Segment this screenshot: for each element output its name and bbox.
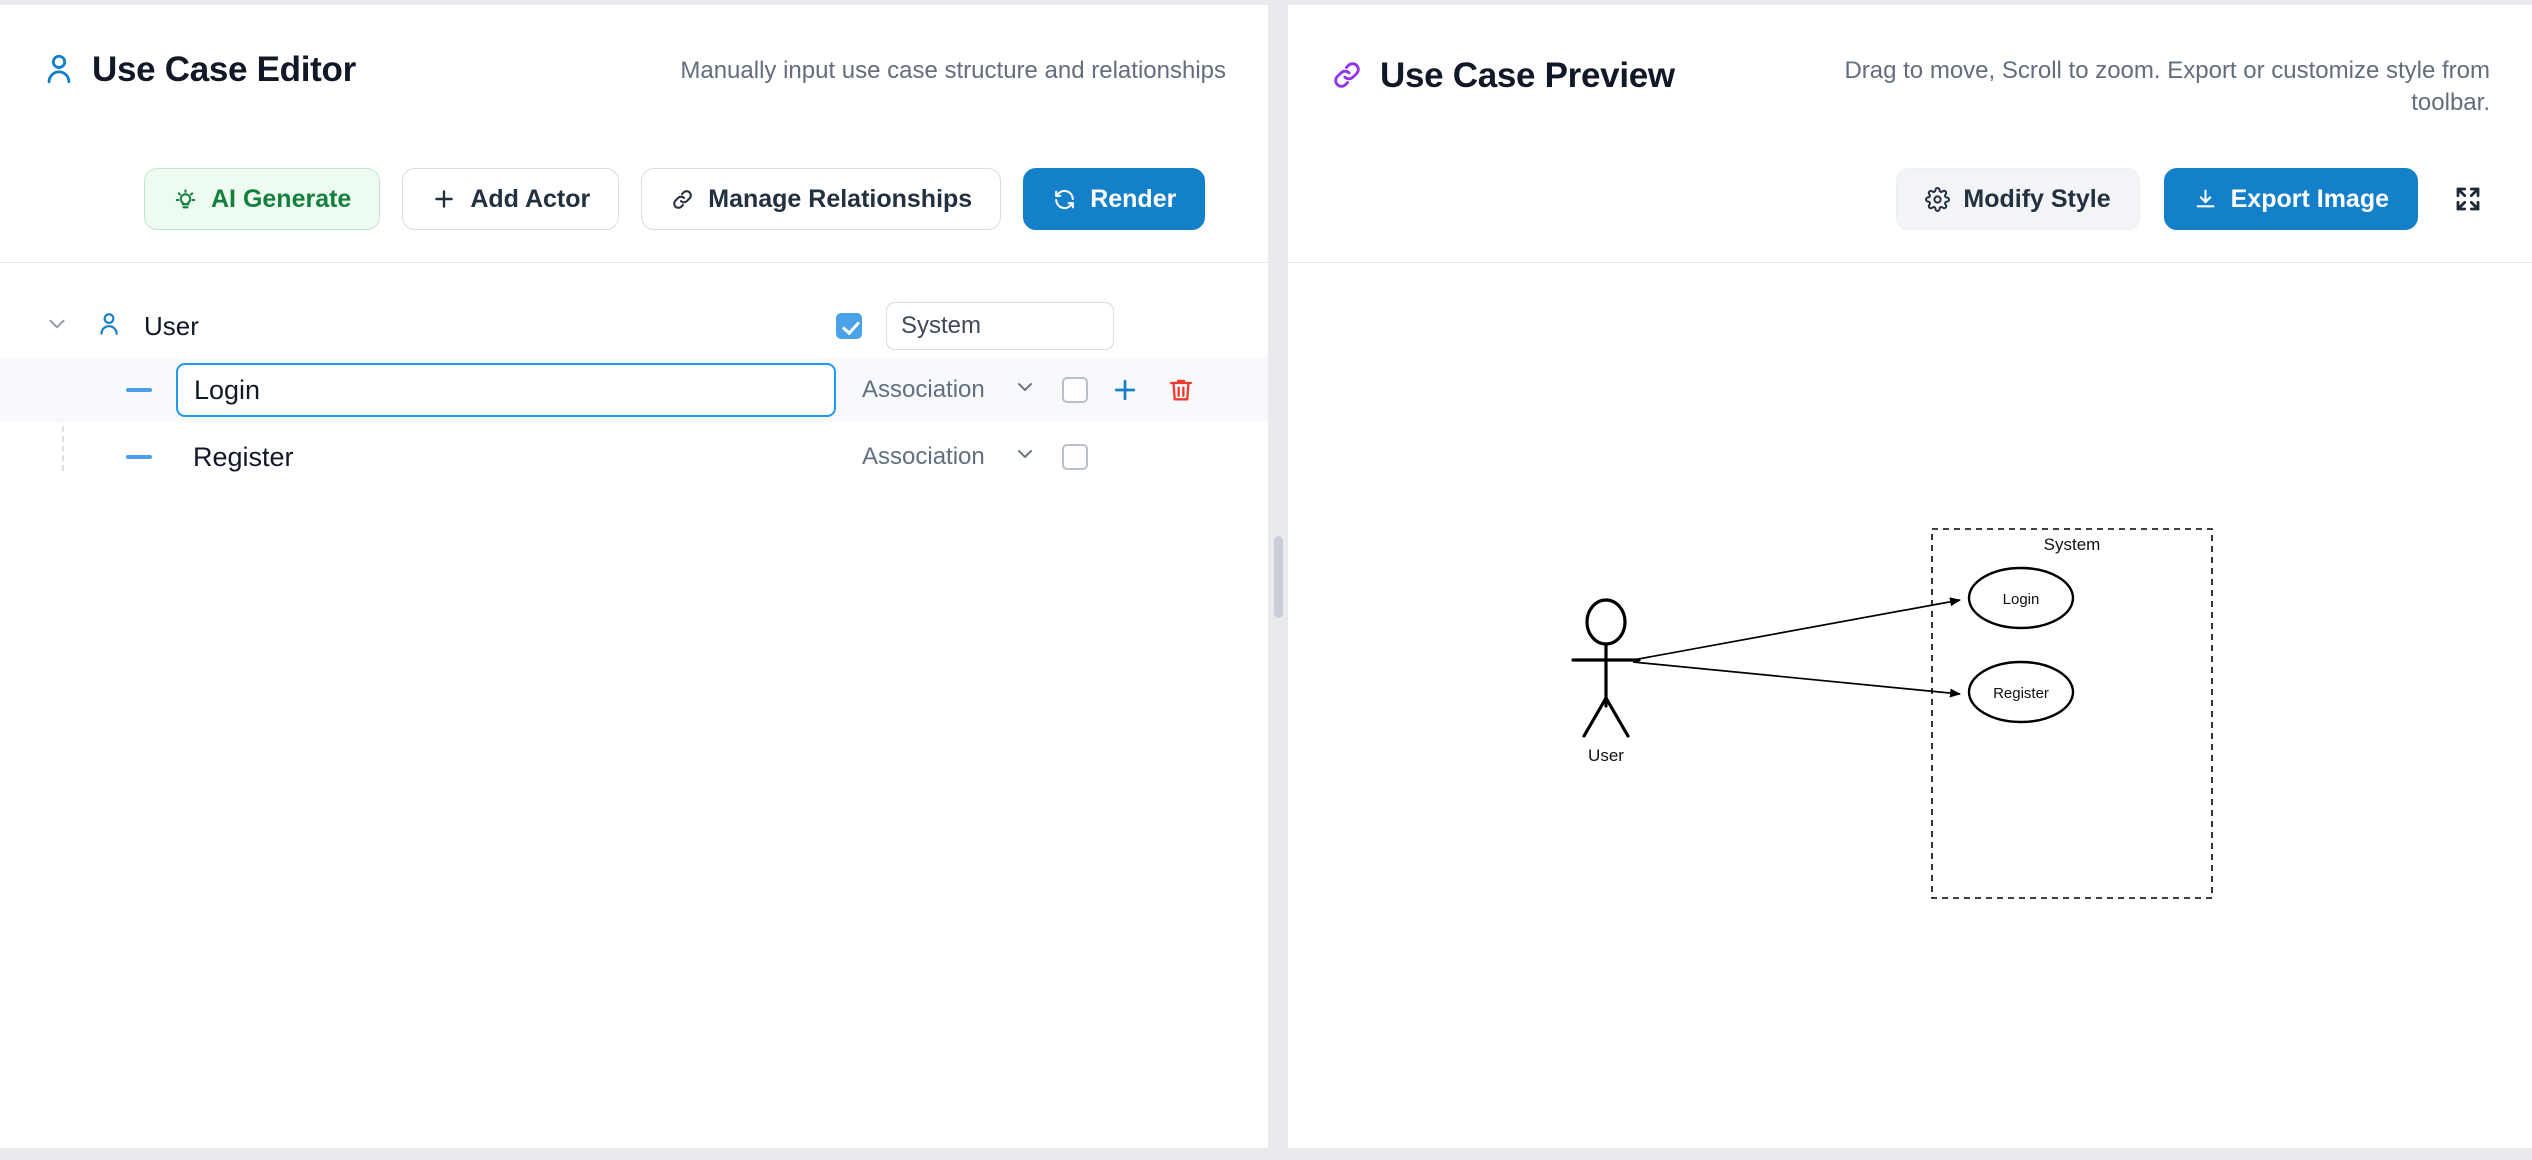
pane-splitter[interactable] [1268,5,1288,1148]
actor-label: User [1588,746,1624,765]
chevron-down-icon [1013,442,1037,473]
use-case-ellipse-register [1967,660,2075,724]
list-item[interactable]: Register Association [0,425,1268,489]
preview-hint: Drag to move, Scroll to zoom. Export or … [1844,57,2490,117]
system-boundary [1931,528,2213,899]
link-icon [1330,55,1364,95]
diagram-canvas[interactable]: System User Login Register [1288,263,2532,1148]
add-actor-label: Add Actor [470,184,591,213]
export-image-label: Export Image [2230,184,2389,213]
editor-hint: Manually input use case structure and re… [680,57,1226,84]
use-case-checkbox[interactable] [1061,444,1088,470]
export-image-button[interactable]: Export Image [2163,168,2418,230]
render-label: Render [1090,184,1177,213]
plus-icon [431,186,457,212]
refresh-icon [1052,187,1077,212]
chevron-down-icon[interactable] [44,311,70,342]
use-case-diagram: System User Login Register [1571,528,2213,899]
chevron-down-icon [1013,375,1037,406]
actor-row[interactable]: User System [0,297,1268,355]
preview-title: Use Case Preview [1380,55,1675,95]
use-case-controls: Association [862,442,1088,473]
preview-title-row: Use Case Preview Drag to move, Scroll to… [1288,5,2532,120]
manage-relationships-button[interactable]: Manage Relationships [641,168,1002,230]
preview-toolbar: Modify Style Export Image [1288,168,2532,230]
use-case-ellipse-login [1967,566,2075,630]
system-name-input[interactable]: System [886,302,1114,350]
association-line-register [1632,661,1961,698]
modify-style-label: Modify Style [1963,184,2111,213]
use-case-checkbox[interactable] [1061,377,1088,403]
editor-title-row: Use Case Editor Manually input use case … [0,5,1268,89]
minus-icon [126,388,152,392]
editor-toolbar: AI Generate Add Actor [0,168,1268,230]
ai-generate-label: AI Generate [211,184,352,213]
preview-pane: Use Case Preview Drag to move, Scroll to… [1288,5,2532,1148]
actor-avatar-icon [70,309,122,344]
editor-title-group: Use Case Editor [42,49,356,89]
user-icon [42,49,76,89]
fullscreen-icon[interactable] [2442,173,2494,225]
list-item[interactable]: Login Association [0,358,1268,422]
editor-pane: Use Case Editor Manually input use case … [0,5,1268,1148]
use-case-label-register: Register [1993,685,2049,702]
gear-icon [1925,186,1951,212]
use-case-tree: User System Login Association [0,263,1268,489]
use-case-name-input[interactable]: Login [176,363,836,417]
relationship-value: Association [862,376,985,403]
editor-header: Use Case Editor Manually input use case … [0,5,1268,263]
manage-relationships-label: Manage Relationships [708,184,973,213]
page-title: Use Case Editor [92,49,356,89]
splitter-handle[interactable] [1273,535,1283,618]
download-icon [2193,187,2218,212]
link-icon [670,187,695,212]
use-case-controls: Association [862,365,1206,415]
preview-title-group: Use Case Preview [1330,55,1675,95]
use-case-label-login: Login [2003,591,2040,608]
ai-generate-button[interactable]: AI Generate [144,168,381,230]
use-case-list: Login Association [0,358,1268,489]
lightbulb-icon [173,187,198,212]
association-line-login [1632,597,1961,661]
add-use-case-button[interactable] [1100,365,1150,415]
delete-use-case-button[interactable] [1156,365,1206,415]
actor-figure [1571,598,1641,738]
actor-system-group: System [836,302,1114,350]
preview-header: Use Case Preview Drag to move, Scroll to… [1288,5,2532,263]
minus-icon [126,455,152,459]
add-actor-button[interactable]: Add Actor [402,168,620,230]
use-case-name[interactable]: Register [193,441,294,472]
relationship-value: Association [862,443,985,470]
render-button[interactable]: Render [1023,168,1206,230]
actor-name: User [144,310,199,341]
relationship-select[interactable]: Association [862,375,1037,406]
relationship-select[interactable]: Association [862,442,1037,473]
actor-system-checkbox[interactable] [836,313,862,339]
system-boundary-label: System [2044,535,2101,554]
modify-style-button[interactable]: Modify Style [1896,168,2140,230]
